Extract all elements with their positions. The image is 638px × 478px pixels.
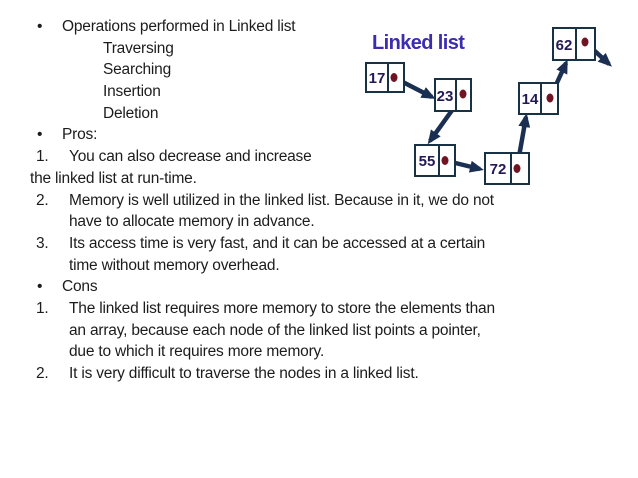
dot-17	[390, 73, 398, 82]
text-line-content: have to allocate memory in advance.	[69, 213, 315, 231]
number-marker: 1.	[36, 148, 49, 166]
text-line: 1. The linked list requires more memory t…	[0, 298, 638, 320]
text-line: 2. It is very difficult to traverse the n…	[0, 363, 638, 385]
dot-55	[441, 156, 449, 165]
text-line: have to allocate memory in advance.	[0, 211, 638, 233]
text-line-content: Operations performed in Linked list	[62, 18, 296, 35]
dot-14	[546, 93, 554, 103]
text-line: time without memory overhead.	[0, 255, 638, 277]
text-line-content: due to which it requires more memory.	[69, 343, 325, 361]
text-line-content: It is very difficult to traverse the nod…	[69, 365, 419, 382]
node-17	[365, 62, 405, 93]
node-62-value: 62	[556, 37, 573, 54]
node-72-value: 72	[490, 161, 507, 178]
number-marker: 2.	[36, 365, 49, 382]
text-line-content: Insertion	[103, 83, 161, 101]
text-line-content: The linked list requires more memory to …	[69, 299, 495, 317]
text-line: 3. Its access time is very fast, and it c…	[0, 233, 638, 255]
text-line: Insertion	[0, 81, 638, 103]
pointer-dots	[390, 37, 589, 173]
text-line: Traversing	[0, 38, 638, 60]
text-line: 2. Memory is well utilized in the linked …	[0, 190, 638, 212]
text-line-content: Pros:	[62, 126, 98, 144]
bullet-marker: •	[37, 278, 43, 296]
text-line: • Cons	[0, 276, 638, 298]
node-23-value: 23	[437, 88, 454, 105]
text-line: the linked list at run-time.	[0, 168, 638, 190]
text-line: an array, because each node of the linke…	[0, 320, 638, 342]
number-marker: 3.	[36, 234, 49, 252]
text-line-content: time without memory overhead.	[69, 256, 280, 274]
node-14-value: 14	[522, 91, 539, 108]
text-line: 1. You can also decrease and increase	[0, 146, 638, 168]
text-line: • Operations performed in Linked list	[0, 16, 638, 38]
text-line-content: Traversing	[103, 39, 174, 57]
node-55-value: 55	[419, 153, 436, 170]
bullet-marker: •	[37, 18, 43, 35]
nodes	[365, 27, 596, 185]
text-line-content: an array, because each node of the linke…	[69, 321, 481, 339]
text-line-content: Memory is well utilized in the linked li…	[69, 191, 494, 209]
text-line: Searching	[0, 59, 638, 81]
text-line-content: Searching	[103, 61, 171, 79]
bullet-marker: •	[37, 126, 43, 144]
text-line-content: You can also decrease and increase	[69, 148, 312, 166]
number-marker: 1.	[36, 299, 49, 317]
dot-62	[581, 37, 589, 47]
linked-list-diagram: Linked list	[360, 10, 638, 195]
text-line-content: Its access time is very fast, and it can…	[69, 234, 486, 252]
node-72	[484, 152, 530, 185]
text-line: Deletion	[0, 103, 638, 125]
dot-72	[513, 164, 521, 173]
diagram-title: Linked list	[372, 32, 465, 54]
dot-23	[459, 89, 467, 99]
linked-list-diagram-svg: Linked list	[365, 27, 612, 185]
node-values: 17 23 55 72 14 62	[369, 37, 573, 178]
text-line: due to which it requires more memory.	[0, 341, 638, 363]
text-line-content: Cons	[62, 278, 98, 296]
number-marker: 2.	[36, 191, 49, 209]
text-line: • Pros:	[0, 124, 638, 146]
text-line-content: the linked list at run-time.	[30, 169, 197, 187]
node-14	[518, 82, 559, 115]
text-line-content: Deletion	[103, 104, 159, 122]
node-17-value: 17	[369, 70, 386, 87]
